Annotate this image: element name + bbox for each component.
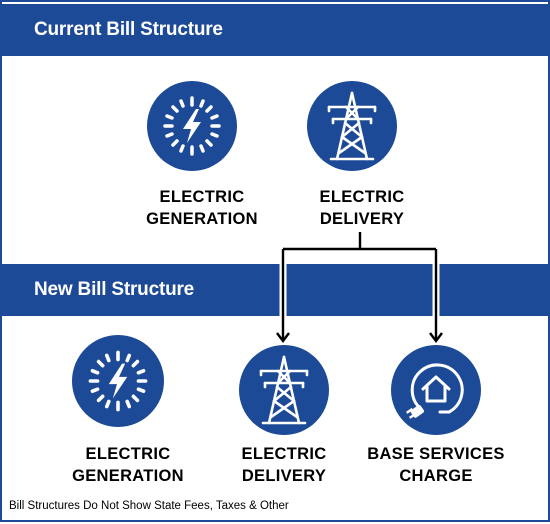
new-section-header: New Bill Structure bbox=[2, 264, 550, 316]
footnote: Bill Structures Do Not Show State Fees, … bbox=[9, 500, 289, 512]
house-plug-icon bbox=[391, 345, 481, 435]
power-tower-icon bbox=[239, 345, 329, 435]
current-generation-label: ELECTRIC GENERATION bbox=[146, 188, 258, 228]
power-tower-icon bbox=[307, 81, 397, 171]
new-section-title: New Bill Structure bbox=[34, 279, 195, 300]
lightning-bolt-icon bbox=[72, 335, 164, 427]
current-section-header: Current Bill Structure bbox=[2, 4, 550, 56]
lightning-bolt-icon bbox=[147, 81, 237, 171]
new-generation-label: ELECTRIC GENERATION bbox=[72, 445, 184, 485]
current-delivery-label: ELECTRIC DELIVERY bbox=[319, 188, 405, 228]
new-base-services-label: BASE SERVICES CHARGE bbox=[367, 445, 505, 485]
current-section-title: Current Bill Structure bbox=[34, 19, 223, 40]
new-delivery-label: ELECTRIC DELIVERY bbox=[241, 445, 327, 485]
